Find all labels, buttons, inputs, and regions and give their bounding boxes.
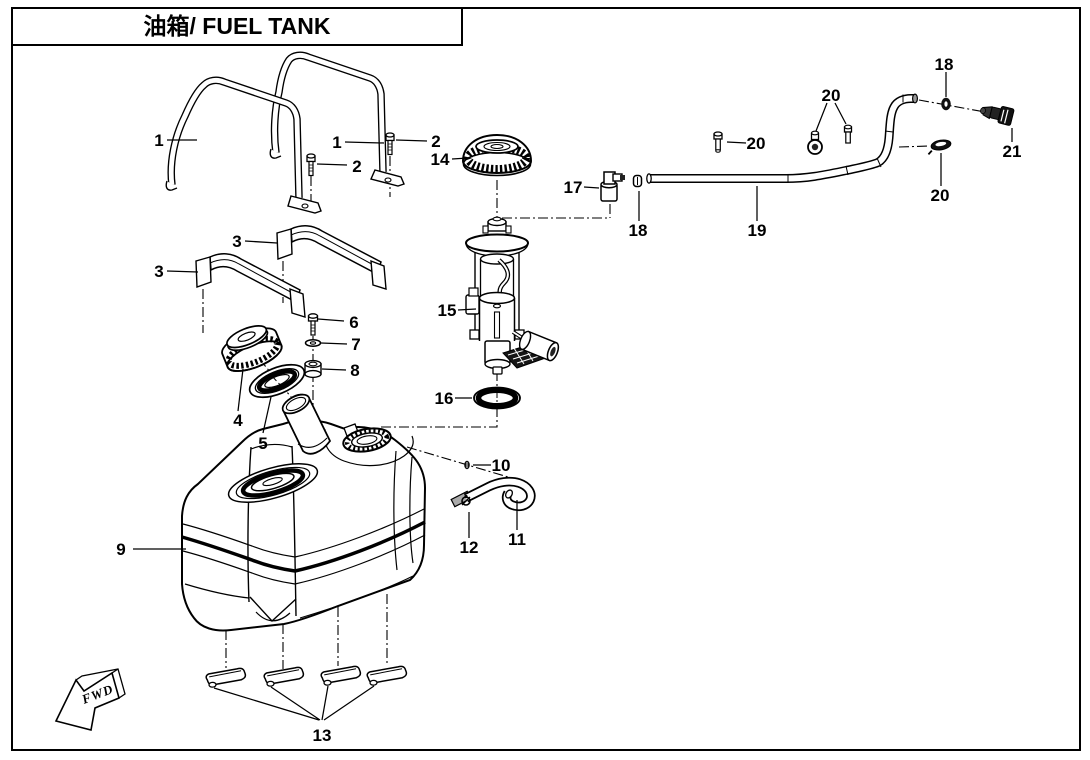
callout-3-band-rear: 3 <box>232 232 241 251</box>
callout-5-gasket: 5 <box>258 434 267 453</box>
callout-18-clip-left: 18 <box>629 221 648 240</box>
callout-12-clamp: 12 <box>460 538 479 557</box>
callout-13-pads: 13 <box>313 726 332 745</box>
callout-20-clamp-left: 20 <box>747 134 766 153</box>
fwd-direction-marker: FWD <box>54 668 126 731</box>
page-border: 油箱/ FUEL TANK <box>11 7 1081 751</box>
strap-bolt-right <box>385 132 395 156</box>
callout-8-nut: 8 <box>350 361 359 380</box>
callout-7-washer: 7 <box>351 335 360 354</box>
callout-20-clamps-mid: 20 <box>822 86 841 105</box>
gasket-centerline <box>270 374 285 390</box>
quick-connector-21 <box>980 106 1015 126</box>
clamp-screw-20a <box>713 131 723 153</box>
callout-6-bolt: 6 <box>349 313 358 332</box>
page-title: 油箱/ FUEL TANK <box>144 13 331 39</box>
filler-neck <box>281 393 332 455</box>
callout-21-connector: 21 <box>1003 142 1022 161</box>
callout-2-bolt-left: 2 <box>352 157 361 176</box>
tank-mount-pads <box>205 665 408 689</box>
clamp-screw-20c <box>843 124 853 144</box>
vapor-elbow-17 <box>600 171 625 202</box>
callout-1-rear-strap: 1 <box>332 133 341 152</box>
callout-20-clip-right: 20 <box>931 186 950 205</box>
fuel-pump-assembly <box>465 216 560 375</box>
sensor-nut <box>304 359 322 379</box>
vent-hose-11 <box>450 482 531 507</box>
callout-19-tube: 19 <box>748 221 767 240</box>
vapor-tube-19 <box>647 93 918 184</box>
line-clip-18-left <box>632 174 643 188</box>
title-box <box>11 7 463 46</box>
callout-1-front-strap: 1 <box>154 131 163 150</box>
strap-band-rear <box>276 225 387 290</box>
strap-band-front <box>195 253 306 318</box>
callout-18-clip-right: 18 <box>935 55 954 74</box>
tank-strap-front <box>165 80 322 214</box>
leader-lines <box>133 72 1013 721</box>
callout-11-hose: 11 <box>508 530 526 549</box>
callout-3-band-front: 3 <box>154 262 163 281</box>
callouts: 1 1 2 2 3 3 4 5 6 7 8 9 10 11 12 13 14 1… <box>116 55 1021 745</box>
sensor-bolt <box>307 313 319 336</box>
callout-2-bolt-right: 2 <box>431 132 440 151</box>
callout-9-tank: 9 <box>116 540 125 559</box>
clamp-clip-20d <box>927 139 952 155</box>
callout-16-oring: 16 <box>435 389 454 408</box>
line-clip-18-right <box>941 97 951 111</box>
fuel-tank-body <box>181 393 427 632</box>
strap-bolt-left <box>306 153 316 177</box>
callout-14-retainer: 14 <box>431 150 450 169</box>
vent-clip-10 <box>464 460 470 470</box>
callout-10-clip: 10 <box>492 456 511 475</box>
cap-gasket <box>248 363 306 399</box>
clamp-ring-20b <box>807 130 823 155</box>
sensor-washer <box>304 339 322 347</box>
tank-strap-rear <box>269 55 405 187</box>
callout-4-cap: 4 <box>233 411 243 430</box>
pump-retainer-cap <box>461 133 533 177</box>
pump-mount-ring <box>342 427 392 453</box>
callout-15-pump: 15 <box>438 301 457 320</box>
pump-o-ring <box>473 386 521 410</box>
fuel-tank-cap <box>221 324 283 372</box>
callout-17-elbow: 17 <box>564 178 583 197</box>
vent-hose-clamp-12 <box>461 494 471 506</box>
